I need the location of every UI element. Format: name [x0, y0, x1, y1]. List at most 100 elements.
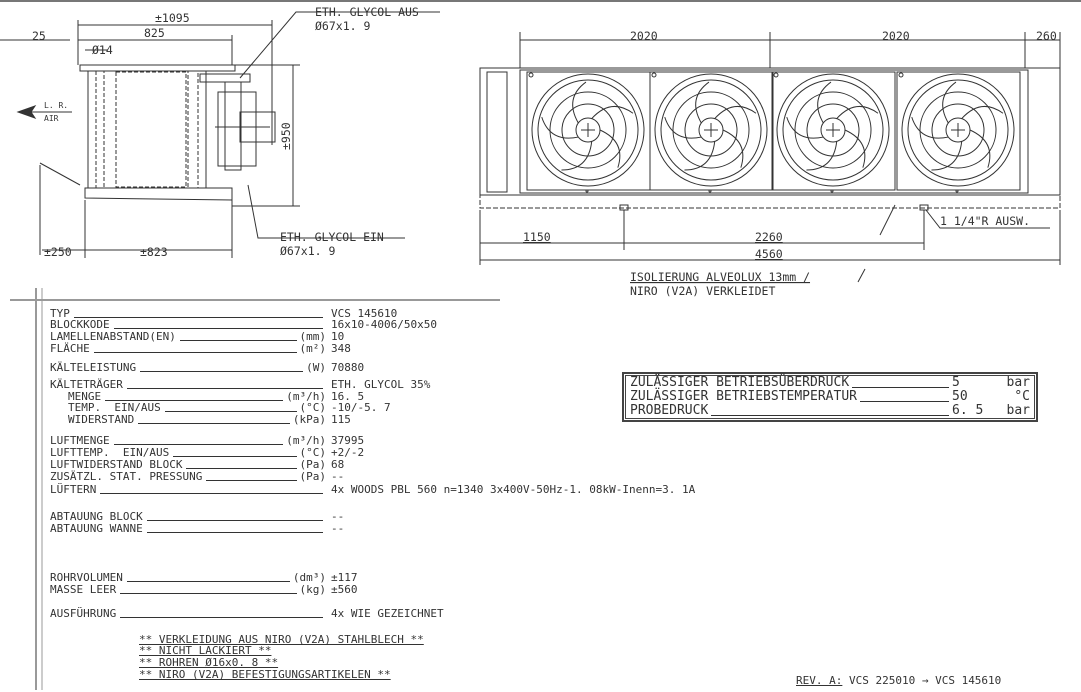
dim-1150: 1150	[523, 230, 551, 244]
value: 5	[952, 375, 960, 390]
spec-unit: (m²)	[299, 342, 327, 355]
unit: °C	[1014, 389, 1030, 404]
leader-line	[179, 340, 297, 341]
value: 50	[952, 389, 968, 404]
spec-unit: (dm³)	[292, 571, 326, 584]
spec-value: -10/-5. 7	[331, 401, 391, 414]
leader-line	[126, 388, 323, 389]
spec-value: ±560	[331, 583, 358, 596]
spec-row: BLOCKKODE	[50, 319, 326, 331]
spec-value: 10	[331, 330, 345, 343]
leader-line	[146, 532, 323, 533]
spec-label: LÜFTERN	[50, 483, 97, 496]
spec-value: --	[331, 522, 345, 535]
spec-value: 348	[331, 342, 351, 355]
side-view: 25 ±1095 825 Ø14 L. R. AIR ±950 ETH. GLY…	[0, 5, 440, 259]
revision-label: REV. A:	[796, 674, 843, 687]
spec-label: FLÄCHE	[50, 342, 90, 355]
note-3: ** ROHREN Ø16x0. 8 **	[139, 656, 279, 669]
dim-2260: 2260	[755, 230, 783, 244]
cladding-label: NIRO (V2A) VERKLEIDET	[630, 284, 775, 298]
label: ZULÄSSIGER BETRIEBSTEMPERATUR	[630, 389, 857, 404]
leader-line	[93, 352, 297, 353]
fan-icon	[896, 71, 1021, 193]
spec-row: LUFTWIDERSTAND BLOCK(Pa)	[50, 459, 326, 471]
insulation-label: ISOLIERUNG ALVEOLUX 13mm /	[630, 270, 810, 284]
spec-row: MASSE LEER (kg)	[50, 584, 326, 596]
leader-line	[186, 468, 297, 469]
pressure-row: ZULÄSSIGER BETRIEBSÜBERDRUCK 5 bar	[630, 376, 1030, 390]
spec-unit: (kPa)	[292, 413, 326, 426]
spec-row: MENGE(m³/h)	[68, 391, 326, 403]
spec-unit: (W)	[306, 361, 326, 374]
spec-label: MASSE LEER	[50, 583, 117, 596]
unit: bar	[1006, 403, 1030, 418]
spec-label: KÄLTETRÄGER	[50, 378, 123, 391]
spec-row: ABTAUUNG BLOCK	[50, 511, 326, 523]
spec-row: LAMELLENABSTAND(EN) (mm)	[50, 331, 326, 343]
spec-value: 115	[331, 413, 351, 426]
spec-value: +2/-2	[331, 446, 365, 459]
spec-label: AUSFÜHRUNG	[50, 607, 117, 620]
spec-value: --	[331, 470, 345, 483]
spec-row: LUFTMENGE (m³/h)	[50, 435, 326, 447]
spec-row: TEMP. EIN/AUS(°C)	[68, 402, 326, 414]
spec-value: ±117	[331, 571, 358, 584]
spec-unit: (mm)	[299, 330, 327, 343]
revision-note: REV. A: VCS 225010 → VCS 145610	[796, 674, 1001, 687]
leader-line	[126, 581, 290, 582]
leader-line	[105, 400, 284, 401]
spec-row: ROHRVOLUMEN (dm³)	[50, 572, 326, 584]
leader-line	[173, 456, 297, 457]
leader-line	[113, 328, 323, 329]
spec-label: ROHRVOLUMEN	[50, 571, 123, 584]
spec-value: 37995	[331, 434, 365, 447]
spec-label: KÄLTELEISTUNG	[50, 361, 137, 374]
dim-total-width: ±1095	[155, 11, 190, 25]
spec-row: ABTAUUNG WANNE	[50, 523, 326, 535]
dim-825: 825	[144, 26, 165, 40]
leader-line	[73, 317, 323, 318]
leader-line	[164, 411, 297, 412]
spec-row: KÄLTETRÄGER	[50, 379, 326, 391]
spec-label: MENGE	[68, 390, 102, 403]
spec-unit: (m³/h)	[286, 434, 326, 447]
inlet-size: Ø67x1. 9	[280, 244, 335, 258]
spec-value: VCS 145610	[331, 307, 398, 320]
unit: bar	[1006, 375, 1030, 390]
pressure-box: ZULÄSSIGER BETRIEBSÜBERDRUCK 5 bar ZULÄSSI…	[622, 372, 1038, 422]
outlet-label: ETH. GLYCOL AUS	[315, 5, 419, 19]
spec-label: LUFTTEMP. EIN/AUS	[50, 446, 170, 459]
front-view: 2020 2020 260 1150 2260 4560 1 1/4"R AUS…	[479, 29, 1061, 298]
spec-row: AUSFÜHRUNG	[50, 608, 326, 620]
air-label: AIR	[44, 114, 59, 123]
spec-row: ZUSÄTZL. STAT. PRESSUNG(Pa)	[50, 471, 326, 483]
fan-icon	[649, 71, 774, 193]
outlet-size: Ø67x1. 9	[315, 19, 370, 33]
spec-value: 68	[331, 458, 345, 471]
label: PROBEDRUCK	[630, 403, 709, 418]
spec-label: LAMELLENABSTAND(EN)	[50, 330, 176, 343]
inlet-label: ETH. GLYCOL EIN	[280, 230, 384, 244]
spec-row: WIDERSTAND(kPa)	[68, 414, 326, 426]
spec-unit: (kg)	[299, 583, 327, 596]
leader-line	[120, 617, 323, 618]
spec-value: 4x WOODS PBL 560 n=1340 3x400V-50Hz-1. 0…	[331, 483, 696, 496]
spec-value: 70880	[331, 361, 365, 374]
note-2: ** NICHT LACKIERT **	[139, 644, 272, 657]
leader-line	[113, 444, 284, 445]
leader-line	[138, 423, 290, 424]
dim-25: 25	[32, 29, 46, 43]
spec-label: ABTAUUNG WANNE	[50, 522, 143, 535]
spec-label: LUFTMENGE	[50, 434, 110, 447]
spec-unit: (Pa)	[299, 458, 327, 471]
spec-value: ETH. GLYCOL 35%	[331, 378, 431, 391]
spec-label: ZUSÄTZL. STAT. PRESSUNG	[50, 470, 203, 483]
leader-line	[206, 480, 297, 481]
leader-line	[146, 520, 323, 521]
label: ZULÄSSIGER BETRIEBSÜBERDRUCK	[630, 375, 850, 390]
air-direction-label: L. R.	[44, 101, 68, 110]
